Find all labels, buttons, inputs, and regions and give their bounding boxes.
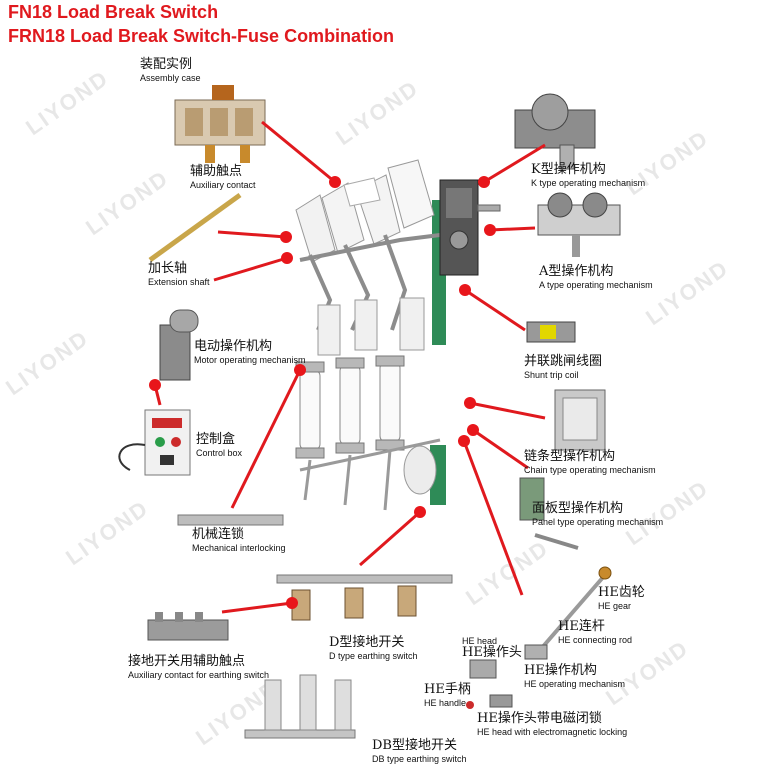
label-extension-shaft: 加长轴 Extension shaft [148, 261, 210, 287]
label-en: HE head [462, 636, 498, 646]
label-en: HE gear [598, 600, 632, 611]
label-motor-mechanism: 电动操作机构 Motor operating mechanism [194, 339, 306, 365]
label-en: Auxiliary contact [190, 179, 256, 190]
label-en: Extension shaft [148, 276, 210, 287]
label-cn: D型接地开关 [329, 635, 405, 650]
label-cn: 电动操作机构 [194, 339, 273, 354]
label-cn: HE齿轮 [598, 585, 645, 600]
label-cn: 装配实例 [140, 57, 193, 72]
label-cn: 辅助触点 [190, 164, 243, 179]
auxiliary-contact-picture [174, 85, 266, 163]
label-cn: 并联跳闸线圈 [524, 354, 603, 369]
label-cn: 机械连锁 [192, 527, 245, 542]
label-mechanical-interlocking: 机械连锁 Mechanical interlocking [192, 527, 286, 553]
label-aux-earthing: 接地开关用辅助触点 Auxiliary contact for earthing… [128, 654, 270, 680]
label-cn: HE操作头带电磁闭锁 [477, 711, 602, 726]
label-shunt-trip: 并联跳闸线圈 Shunt trip coil [524, 354, 603, 380]
d-type-picture [276, 574, 453, 621]
label-db-type: DB型接地开关 DB type earthing switch [372, 738, 467, 764]
label-he-handle: HE手柄 HE handle [424, 682, 471, 708]
label-cn: K型操作机构 [531, 162, 606, 177]
label-chain-type: 链条型操作机构 Chain type operating mechanism [524, 449, 656, 475]
label-k-type: K型操作机构 K type operating mechanism [531, 162, 646, 188]
label-he-rod: HE连杆 HE connecting rod [558, 619, 633, 645]
aux-earthing-picture [147, 612, 229, 641]
title-line-1: FN18 Load Break Switch [8, 2, 219, 22]
label-en: A type operating mechanism [539, 279, 653, 290]
label-en: HE connecting rod [558, 634, 633, 645]
label-en: Shunt trip coil [524, 369, 579, 380]
label-he-mechanism: HE操作机构 HE operating mechanism [524, 663, 626, 689]
label-cn: DB型接地开关 [372, 738, 457, 753]
label-d-type: D型接地开关 D type earthing switch [329, 635, 418, 661]
label-cn: 控制盒 [196, 432, 236, 447]
label-en: Panel type operating mechanism [532, 516, 664, 527]
he-mechanism-picture [466, 566, 612, 709]
label-cn: 加长轴 [148, 261, 188, 276]
label-cn: 接地开关用辅助触点 [128, 654, 246, 669]
label-cn: HE手柄 [424, 682, 471, 697]
leader-dots [149, 176, 496, 609]
a-type-picture [537, 192, 621, 257]
k-type-picture [514, 93, 596, 170]
label-a-type: A型操作机构 A type operating mechanism [539, 264, 653, 290]
label-auxiliary-contact: 辅助触点 Auxiliary contact [190, 164, 256, 190]
label-en: Chain type operating mechanism [524, 464, 656, 475]
label-cn: HE操作头 [462, 645, 522, 661]
label-control-box: 控制盒 Control box [196, 432, 243, 458]
label-cn: HE操作机构 [524, 663, 597, 678]
label-assembly-case: 装配实例 Assembly case [140, 57, 201, 83]
title-line-2: FRN18 Load Break Switch-Fuse Combination [8, 26, 395, 46]
chain-type-picture [554, 389, 606, 451]
extension-shaft-picture [148, 192, 242, 263]
mechanical-interlocking-picture [177, 514, 284, 526]
motor-mechanism-picture [159, 309, 199, 381]
panel-type-picture [519, 477, 579, 550]
leader-lines [153, 120, 546, 614]
label-en: Auxiliary contact for earthing switch [128, 669, 270, 680]
label-en: Motor operating mechanism [194, 354, 306, 365]
label-he-head: HE head HE操作头 [462, 636, 522, 661]
label-en: DB type earthing switch [372, 753, 467, 764]
label-he-gear: HE齿轮 HE gear [598, 585, 645, 611]
switch-assembly [295, 159, 501, 511]
label-en: Control box [196, 447, 243, 458]
db-type-picture [244, 674, 356, 739]
label-cn: 面板型操作机构 [532, 501, 624, 516]
label-cn: HE连杆 [558, 619, 605, 634]
label-he-head-lock: HE操作头带电磁闭锁 HE head with electromagnetic … [477, 711, 628, 737]
label-cn: 链条型操作机构 [524, 449, 616, 464]
label-panel-type: 面板型操作机构 Panel type operating mechanism [532, 501, 664, 527]
shunt-trip-picture [526, 321, 576, 343]
label-en: HE handle [424, 697, 467, 708]
label-en: Assembly case [140, 72, 201, 83]
label-en: D type earthing switch [329, 650, 418, 661]
label-en: Mechanical interlocking [192, 542, 286, 553]
label-en: HE head with electromagnetic locking [477, 726, 628, 737]
label-cn: A型操作机构 [539, 264, 614, 279]
label-en: HE operating mechanism [524, 678, 626, 689]
control-box-picture [118, 409, 191, 476]
label-en: K type operating mechanism [531, 177, 646, 188]
